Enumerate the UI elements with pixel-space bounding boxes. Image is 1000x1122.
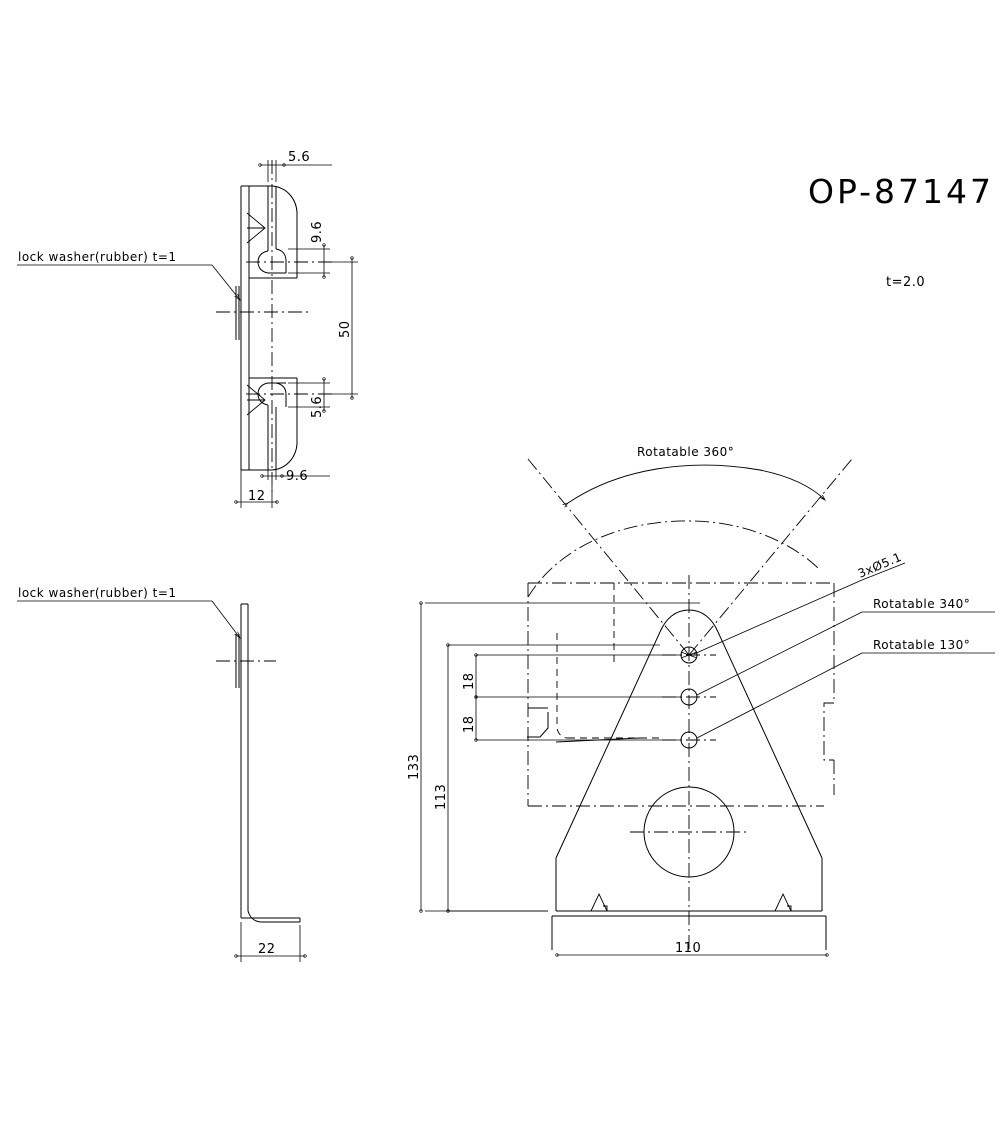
note-rotatable-130: Rotatable 130° bbox=[873, 638, 970, 652]
dim-18-lower: 18 bbox=[462, 715, 477, 733]
dim-9p6-bottom: 9.6 bbox=[286, 469, 308, 484]
dim-22: 22 bbox=[258, 942, 276, 957]
view-top-left: 5.6 9.6 50 5.6 9.6 12 lock washer(rubber… bbox=[17, 150, 358, 508]
note-lock-washer-top: lock washer(rubber) t=1 bbox=[18, 250, 177, 264]
note-lock-washer-bottom: lock washer(rubber) t=1 bbox=[18, 586, 177, 600]
dim-113: 113 bbox=[434, 784, 449, 810]
dim-9p6-upper: 9.6 bbox=[310, 221, 325, 243]
view-bottom-left: lock washer(rubber) t=1 22 bbox=[17, 586, 307, 962]
dim-5p6-lower: 5.6 bbox=[310, 396, 325, 418]
dim-50: 50 bbox=[338, 320, 353, 338]
dim-12: 12 bbox=[248, 489, 266, 504]
note-rotatable-360: Rotatable 360° bbox=[637, 445, 734, 459]
dim-5p6-top: 5.6 bbox=[288, 150, 310, 165]
note-rotatable-340: Rotatable 340° bbox=[873, 597, 970, 611]
drawing-title: OP-87147 bbox=[808, 172, 994, 211]
view-main-front: Rotatable 360° 3xØ5.1 Rotatable 340° Rot… bbox=[407, 445, 995, 957]
dim-18-upper: 18 bbox=[462, 672, 477, 690]
dim-110: 110 bbox=[675, 941, 701, 956]
thickness-note: t=2.0 bbox=[886, 275, 925, 290]
note-3x-dia-5p1: 3xØ5.1 bbox=[856, 550, 904, 581]
dim-133: 133 bbox=[407, 754, 422, 780]
